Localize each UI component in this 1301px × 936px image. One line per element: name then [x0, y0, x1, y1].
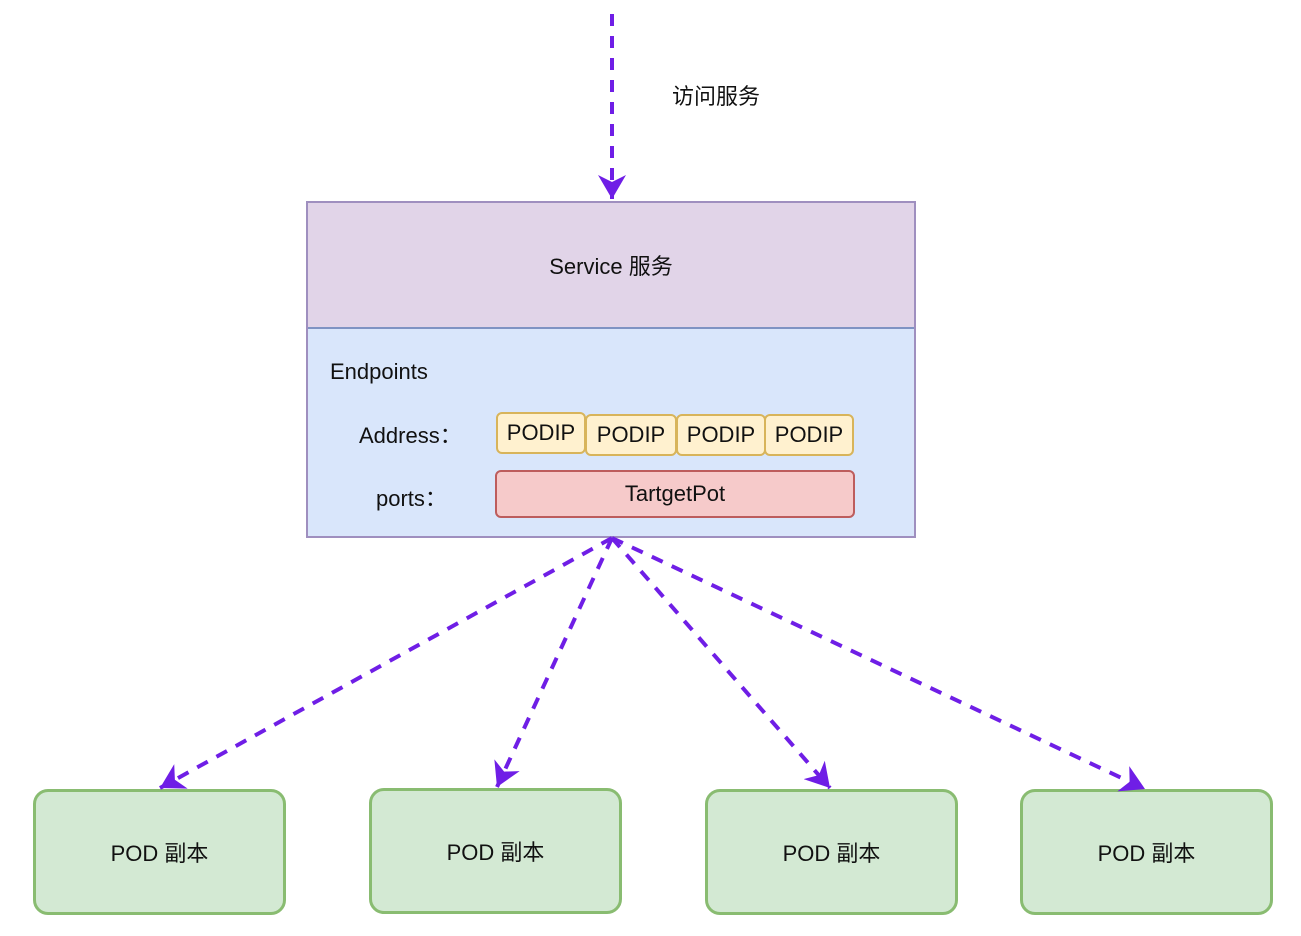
- target-port-box: TartgetPot: [495, 470, 855, 518]
- podip-box-3: PODIP: [676, 414, 766, 456]
- podip-box-4: PODIP: [764, 414, 854, 456]
- podip-box-2: PODIP: [585, 414, 677, 456]
- access-service-label: 访问服务: [672, 84, 761, 109]
- pod-replica-1: POD 副本: [33, 789, 286, 915]
- pod-replica-2: POD 副本: [369, 788, 622, 914]
- ports-label: ports：: [376, 486, 447, 511]
- service-title: Service 服务: [308, 203, 914, 329]
- service-box: Service 服务 Endpoints Address： ports： POD…: [306, 201, 916, 538]
- pod-replica-4: POD 副本: [1020, 789, 1273, 915]
- pod-arrow-4: [611, 536, 1146, 792]
- podip-box-1: PODIP: [496, 412, 586, 454]
- pod-arrow-3: [610, 536, 832, 790]
- endpoints-title: Endpoints: [330, 359, 428, 384]
- pod-arrow-2: [494, 537, 614, 788]
- pod-arrow-1: [159, 536, 613, 790]
- address-label: Address：: [359, 423, 462, 448]
- pod-replica-3: POD 副本: [705, 789, 958, 915]
